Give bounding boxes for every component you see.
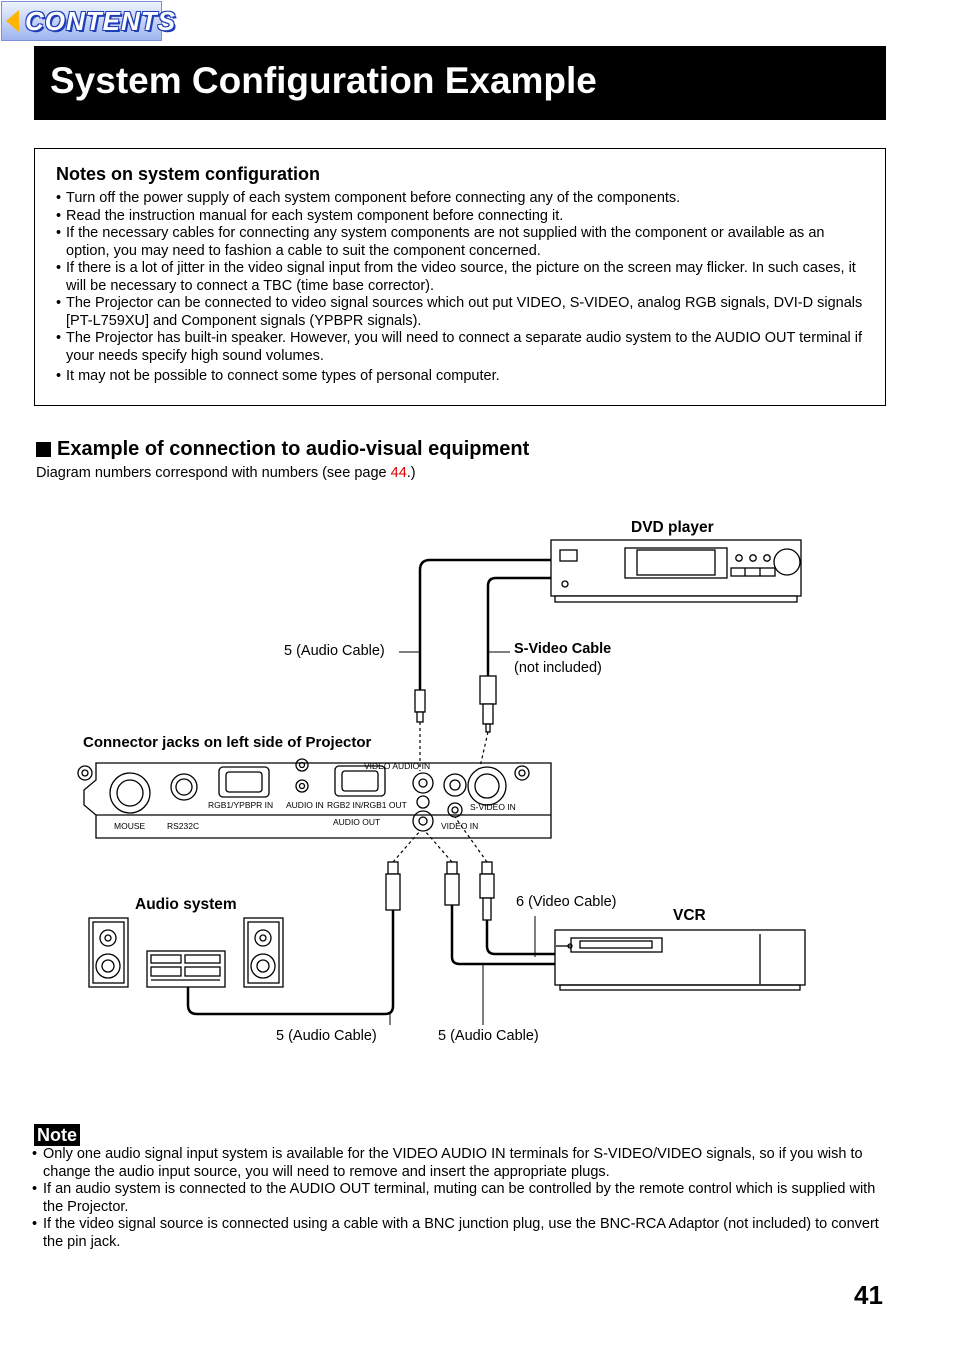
page-title: System Configuration Example (50, 60, 597, 101)
note-title: Note (34, 1124, 80, 1146)
leader-lines (389, 651, 536, 1025)
svideo-cable-note: (not included) (514, 660, 602, 676)
notes-heading: Notes on system configuration (56, 164, 321, 184)
audio-system-label: Audio system (135, 896, 237, 913)
note-item: If the video signal source is connected … (32, 1216, 882, 1251)
notes-item: Turn off the power supply of each system… (56, 190, 866, 208)
square-bullet-icon (36, 442, 51, 457)
note-list: Only one audio signal input system is av… (32, 1146, 882, 1251)
plugs (385, 675, 497, 921)
vcr-label: VCR (673, 907, 706, 924)
subtitle-suffix: .) (406, 465, 416, 481)
title-bar: System Configuration Example (34, 46, 886, 120)
panel-label: RS232C (167, 821, 199, 831)
dashed-leaders (392, 722, 489, 863)
notes-item: If there is a lot of jitter in the video… (56, 260, 866, 295)
dvd-player (550, 539, 802, 603)
notes-item: If the necessary cables for connecting a… (56, 225, 866, 260)
note-item: If an audio system is connected to the A… (32, 1181, 882, 1216)
cables (186, 558, 555, 1016)
subtitle-prefix: Diagram numbers correspond with numbers … (36, 465, 391, 481)
projector-panel (77, 758, 552, 839)
panel-label: RGB2 IN/RGB1 OUT (327, 800, 407, 810)
speaker-left (88, 917, 129, 988)
section-title: Example of connection to audio-visual eq… (57, 438, 530, 460)
audio-cable-top-label: 5 (Audio Cable) (284, 643, 385, 659)
page-number: 41 (854, 1280, 883, 1310)
audio-amplifier (146, 950, 226, 988)
contents-label: CONTENTS (25, 5, 176, 36)
notes-box: Notes on system configuration Turn off t… (34, 148, 886, 406)
connector-jacks-heading: Connector jacks on left side of Projecto… (83, 734, 372, 751)
panel-label: AUDIO IN (286, 800, 324, 810)
panel-label: VIDEO AUDIO IN (364, 761, 430, 771)
panel-label: AUDIO OUT (333, 817, 380, 827)
notes-list: Turn off the power supply of each system… (56, 190, 866, 386)
panel-label: RGB1/YPBPR IN (208, 800, 273, 810)
page-link[interactable]: 44 (390, 465, 407, 481)
notes-item: It may not be possible to connect some t… (56, 368, 866, 386)
notes-item: The Projector can be connected to video … (56, 295, 866, 330)
dvd-player-label: DVD player (631, 519, 714, 536)
vcr (554, 929, 806, 991)
notes-item: Read the instruction manual for each sys… (56, 208, 866, 226)
back-arrow-icon (6, 10, 19, 32)
speaker-right (243, 917, 284, 988)
panel-label: MOUSE (114, 821, 146, 831)
contents-button[interactable]: CONTENTS (1, 1, 175, 41)
panel-label: S-VIDEO IN (470, 802, 516, 812)
section-subtitle: Diagram numbers correspond with numbers … (36, 465, 416, 481)
notes-item: The Projector has built-in speaker. Howe… (56, 330, 866, 365)
panel-labels: VIDEO AUDIO IN RGB1/YPBPR IN AUDIO IN RG… (114, 761, 516, 831)
panel-label: VIDEO IN (441, 821, 478, 831)
svideo-cable-label: S-Video Cable (514, 641, 612, 657)
note-item: Only one audio signal input system is av… (32, 1146, 882, 1181)
audio-cable-right-label: 5 (Audio Cable) (438, 1028, 539, 1044)
section-heading: Example of connection to audio-visual eq… (36, 438, 529, 461)
audio-cable-left-label: 5 (Audio Cable) (276, 1028, 377, 1044)
video-cable-label: 6 (Video Cable) (516, 894, 617, 910)
